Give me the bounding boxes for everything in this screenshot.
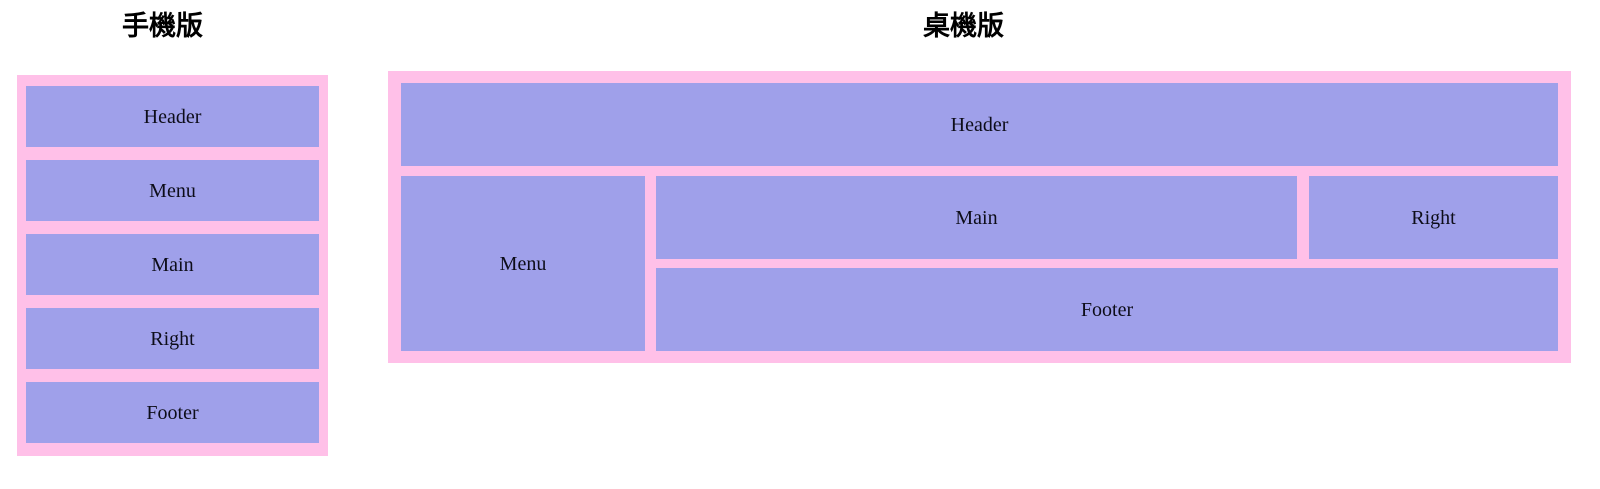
desktop-region-footer: Footer [656,268,1558,351]
desktop-region-footer-label: Footer [1080,298,1134,321]
mobile-region-right: Right [26,308,319,369]
desktop-region-menu-label: Menu [499,252,547,275]
mobile-wireframe-frame: Header Menu Main Right Footer [17,75,328,456]
mobile-region-header-label: Header [143,105,202,128]
desktop-wireframe-frame: Header Menu Main Right Footer [388,71,1571,363]
mobile-title: 手機版 [122,11,203,41]
desktop-region-main-label: Main [955,206,998,229]
desktop-region-right-label: Right [1411,206,1456,229]
mobile-region-header: Header [26,86,319,147]
mobile-region-footer: Footer [26,382,319,443]
desktop-region-right: Right [1309,176,1558,259]
mobile-region-right-label: Right [150,327,195,350]
desktop-region-header: Header [401,83,1558,166]
mobile-region-footer-label: Footer [146,401,199,424]
desktop-title: 桌機版 [923,11,1004,41]
desktop-region-header-label: Header [950,113,1009,136]
mobile-region-menu: Menu [26,160,319,221]
desktop-region-main: Main [656,176,1297,259]
desktop-region-menu: Menu [401,176,645,351]
mobile-region-menu-label: Menu [149,179,196,202]
mobile-region-main: Main [26,234,319,295]
mobile-region-main-label: Main [151,253,194,276]
